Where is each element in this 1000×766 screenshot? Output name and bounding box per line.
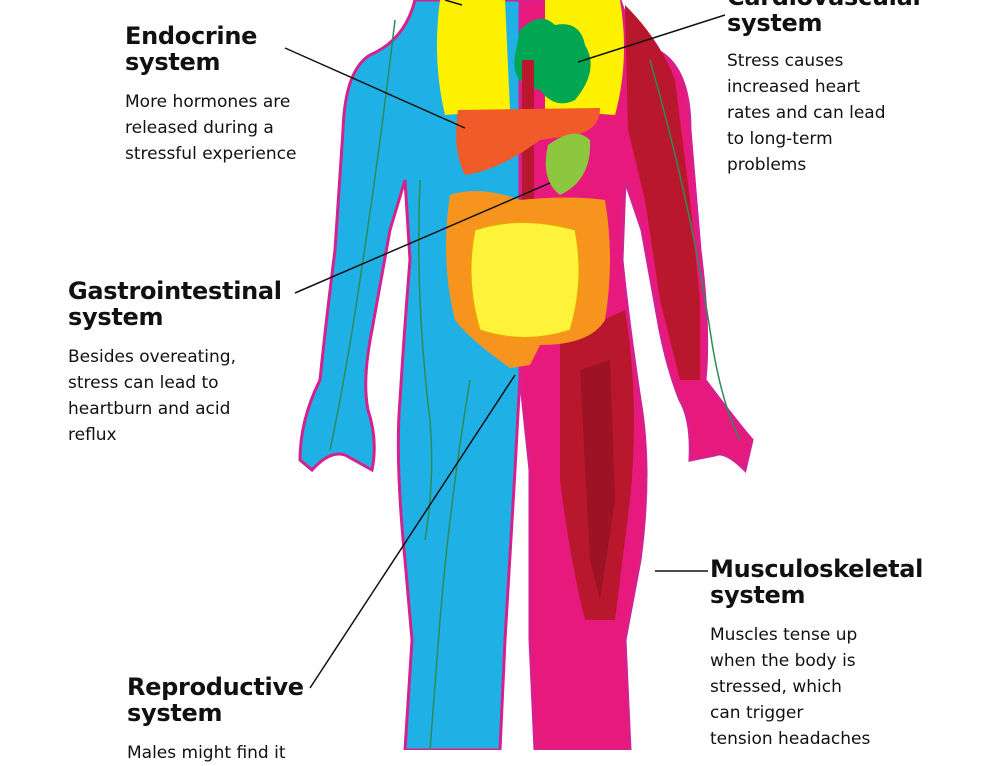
label-cardiovascular: Cardiovascularsystem Stress causesincrea… [727,0,924,178]
body-left-half [298,0,522,750]
leader-lines [284,0,726,689]
veins [329,19,741,750]
small-intestine [470,222,580,338]
arm-muscle [625,5,700,380]
stomach [545,133,591,195]
reproductive-desc: Males might find it [127,743,286,763]
cardiovascular-title: Cardiovascularsystem [727,0,924,37]
body-illustration [284,0,754,750]
leg-muscle-inner [580,360,615,600]
liver [456,108,600,175]
